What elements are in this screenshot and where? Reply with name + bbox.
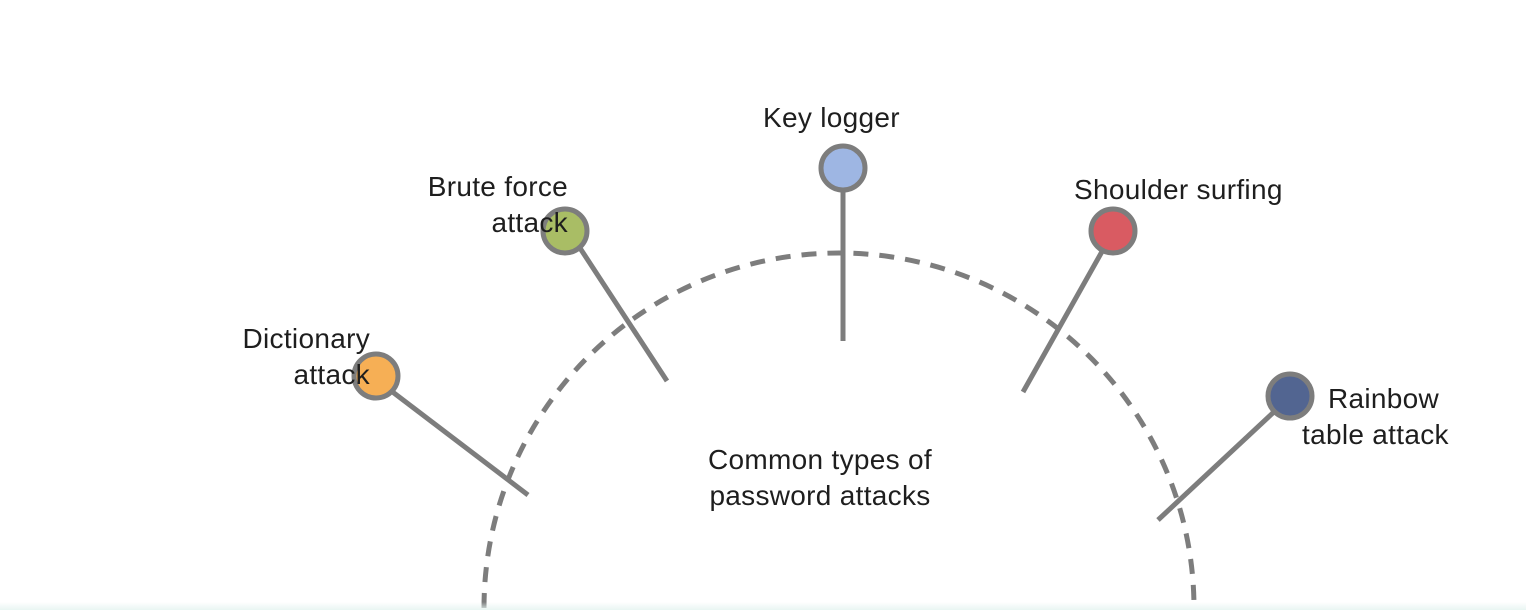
connector-brute bbox=[575, 243, 670, 383]
label-shoulder-line1: Shoulder surfing bbox=[1074, 174, 1283, 205]
connector-shoulder bbox=[1020, 246, 1107, 394]
label-brute-force-attack: Brute force attack bbox=[428, 169, 568, 241]
central-dashed-arc bbox=[481, 250, 1197, 609]
bottom-fade bbox=[0, 602, 1526, 610]
label-dictionary-line2: attack bbox=[293, 359, 370, 390]
label-keylogger-line1: Key logger bbox=[763, 102, 900, 133]
label-rainbow-line1: Rainbow bbox=[1328, 383, 1440, 414]
node-rainbow-table-dot bbox=[1265, 371, 1315, 421]
node-dictionary-dot bbox=[351, 351, 401, 401]
label-shoulder-surfing: Shoulder surfing bbox=[1074, 172, 1283, 208]
label-key-logger: Key logger bbox=[763, 100, 900, 136]
label-rainbow-line2: table attack bbox=[1302, 419, 1449, 450]
label-dictionary-attack: Dictionary attack bbox=[243, 321, 370, 393]
node-shoulder-surfing-dot bbox=[1088, 206, 1138, 256]
label-rainbow-table-attack: Rainbow table attack bbox=[1302, 381, 1449, 453]
node-brute-force-dot bbox=[540, 206, 590, 256]
label-dictionary-line1: Dictionary bbox=[242, 323, 370, 354]
center-title-line1: Common types of bbox=[708, 444, 932, 475]
node-key-logger-dot bbox=[818, 143, 868, 193]
label-brute-line1: Brute force bbox=[427, 171, 568, 202]
connector-rainbow bbox=[1156, 408, 1278, 522]
label-brute-line2: attack bbox=[491, 207, 568, 238]
center-title: Common types of password attacks bbox=[640, 442, 1000, 514]
center-title-line2: password attacks bbox=[709, 480, 931, 511]
connector-dictionary bbox=[388, 388, 530, 497]
